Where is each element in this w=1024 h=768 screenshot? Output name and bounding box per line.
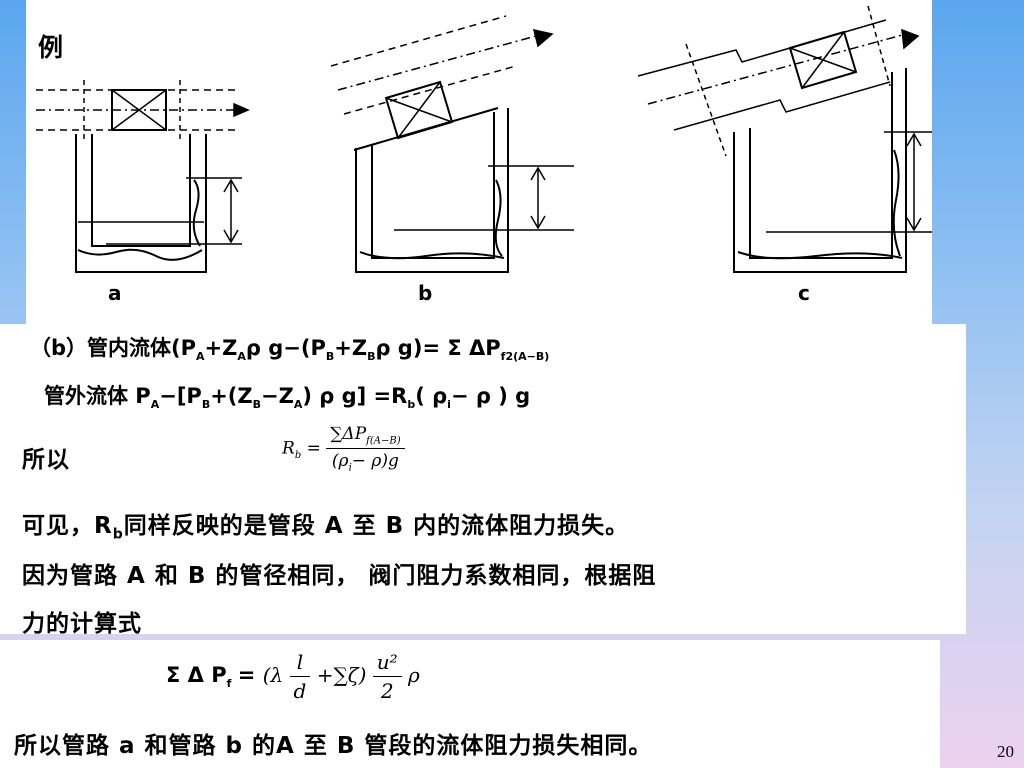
text-panel: （b）管内流体(PA+ZAρ g−(PB+ZBρ g)= Σ ΔPf2(A−B)… — [0, 324, 966, 637]
figure-panel: 例 a — [26, 0, 932, 324]
therefore-label: 所以 — [22, 447, 70, 473]
rb-fraction: ∑ΔPf(A−B) (ρi− ρ)g — [326, 424, 405, 474]
diagram-b — [330, 15, 574, 273]
u-tube-c-outer — [733, 68, 907, 273]
diagram-a-label: a — [108, 281, 122, 305]
u-squared-over-2-fraction: u² 2 — [372, 650, 402, 703]
rb-formula: Rb = ∑ΔPf(A−B) (ρi− ρ)g — [282, 424, 405, 474]
diagram-c-label: c — [798, 281, 810, 305]
page-number: 20 — [997, 742, 1014, 761]
l-over-d-fraction: l d — [289, 650, 311, 703]
u-tube-a-inner — [91, 134, 191, 247]
flow-arrow-c-icon — [901, 28, 920, 50]
paragraph-3: 力的计算式 — [22, 611, 142, 637]
conclusion-text: 所以管路 a 和管路 b 的A 至 B 管段的流体阻力损失相同。 — [14, 733, 653, 759]
u-tube-b-outer — [355, 108, 509, 273]
bottom-panel: Σ Δ Pf = (λ l d +∑ζ) u² 2 ρ 所以管路 a 和管路 b… — [0, 640, 940, 768]
diagram-a — [36, 80, 250, 273]
diagram-c — [637, 5, 932, 273]
equation-inside-pipe: （b）管内流体(PA+ZAρ g−(PB+ZBρ g)= Σ ΔPf2(A−B) — [30, 336, 550, 364]
equation-outside-pipe: 管外流体 PA−[PB+(ZB−ZA) ρ g] =Rb( ρi− ρ ) g — [44, 384, 531, 412]
paragraph-2: 因为管路 A 和 B 的管径相同， 阀门阻力系数相同，根据阻 — [22, 563, 657, 589]
diagram-b-label: b — [418, 281, 432, 305]
resistance-formula: Σ Δ Pf = (λ l d +∑ζ) u² 2 ρ — [166, 650, 420, 703]
flow-arrow-b-icon — [532, 29, 554, 48]
pipe-diagram: 例 a — [36, 5, 932, 305]
u-tube-a-outer — [75, 134, 207, 273]
example-label: 例 — [38, 33, 63, 62]
paragraph-1: 可见，Rb同样反映的是管段 A 至 B 内的流体阻力损失。 — [22, 513, 630, 543]
flow-arrow-a-icon — [233, 102, 250, 118]
valve-a-icon — [111, 89, 167, 131]
